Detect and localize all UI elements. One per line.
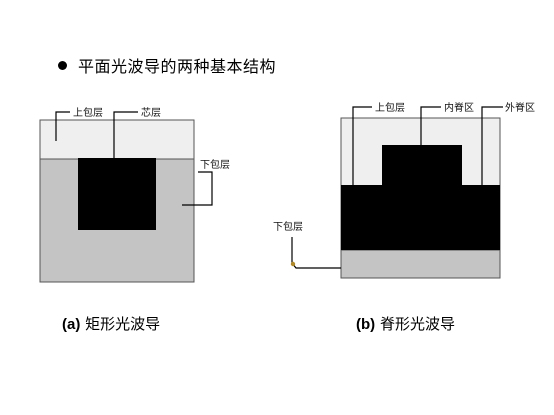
b-inner-ridge-label: 内脊区 (444, 101, 474, 114)
b-lower-cladding-label: 下包层 (273, 220, 303, 233)
b-outer-ridge-leader (481, 106, 503, 186)
caption-a-tag: (a) (62, 316, 81, 333)
a-lower-cladding-label: 下包层 (200, 158, 230, 171)
a-lower-cladding-leader (182, 171, 213, 206)
a-upper-cladding-label: 上包层 (73, 106, 103, 119)
b-upper-cladding-label: 上包层 (375, 101, 405, 114)
b-upper-cladding-leader (352, 106, 372, 185)
b-ridge-core (341, 145, 500, 250)
a-core-leader (113, 111, 138, 160)
b-leader-dot (290, 261, 296, 267)
diagram-a: 上包层 芯层 下包层 (39, 106, 230, 283)
a-core-label: 芯层 (141, 106, 161, 119)
bullet-icon (58, 60, 67, 70)
diagram-b: 上包层 内脊区 外脊区 下包层 (273, 101, 535, 279)
caption-a-text: 矩形光波导 (85, 315, 161, 333)
b-lower-cladding (340, 249, 501, 279)
a-core (78, 158, 156, 230)
caption-b: (b) 脊形光波导 (356, 313, 455, 334)
title-row: 平面光波导的两种基本结构 (58, 53, 276, 77)
b-outer-ridge-label: 外脊区 (505, 101, 535, 114)
b-lower-cladding-leader (291, 237, 341, 269)
b-inner-ridge-leader (420, 106, 441, 146)
caption-b-tag: (b) (356, 316, 376, 333)
a-upper-cladding-leader (55, 111, 70, 141)
slide-title: 平面光波导的两种基本结构 (78, 57, 277, 76)
caption-b-text: 脊形光波导 (379, 315, 455, 333)
caption-a: (a) 矩形光波导 (62, 313, 160, 334)
a-upper-cladding (39, 119, 195, 160)
